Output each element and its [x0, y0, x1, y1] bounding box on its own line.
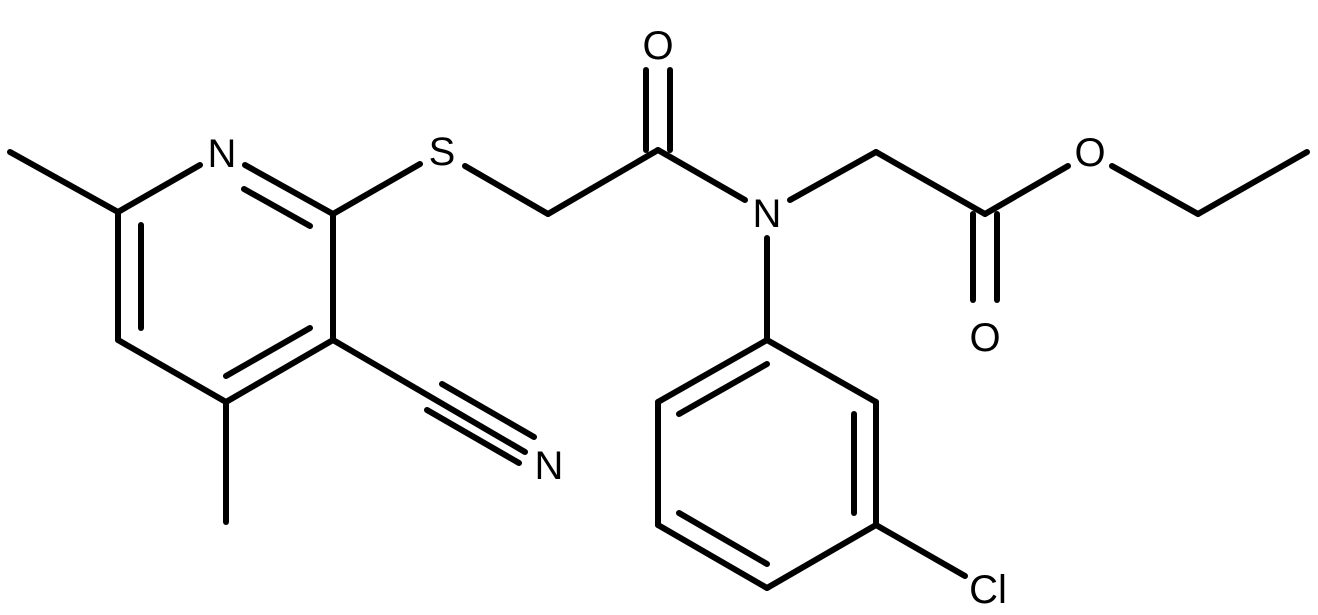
ch2-ester-c-bond: [873, 149, 988, 217]
c-cl-bond: [873, 522, 968, 579]
pyridine-ring: [115, 162, 336, 405]
chlorophenyl-ring: [655, 337, 879, 591]
bond: [424, 407, 522, 466]
bond: [242, 162, 336, 217]
methyl-bond-6: [7, 149, 121, 215]
carbonyl-oxygen-label: O: [642, 24, 673, 68]
sulfur-label: S: [429, 130, 456, 174]
bond: [330, 337, 528, 455]
bond: [655, 522, 770, 591]
co-n-bond: [655, 147, 748, 203]
nitrile-nitrogen-label: N: [535, 444, 564, 488]
nitrile-group: [330, 337, 537, 466]
bond: [676, 361, 770, 417]
bond: [115, 162, 203, 215]
bond: [439, 381, 537, 440]
n-ch2-bond: [787, 149, 879, 203]
bond: [223, 325, 313, 379]
c2-s-bond: [330, 161, 423, 217]
chlorine-label: Cl: [969, 568, 1007, 612]
s-ch2-bond: [462, 163, 551, 217]
ester-c-o-bond: [982, 163, 1071, 217]
ester-carbonyl-oxygen-label: O: [969, 316, 1000, 360]
amide-nitrogen-label: N: [753, 192, 782, 236]
o-ch2-bond: [1109, 163, 1201, 217]
bond: [676, 510, 770, 567]
ester-oxygen-label: O: [1074, 131, 1105, 175]
ch2-co-bond: [545, 147, 661, 217]
bond: [764, 337, 879, 405]
bond: [655, 337, 770, 405]
bond: [764, 522, 879, 591]
bond: [115, 337, 229, 405]
bond: [241, 186, 313, 229]
ch2-ch3-bond: [1195, 149, 1310, 217]
ring-nitrogen-label: N: [208, 132, 237, 176]
bond: [223, 337, 336, 405]
